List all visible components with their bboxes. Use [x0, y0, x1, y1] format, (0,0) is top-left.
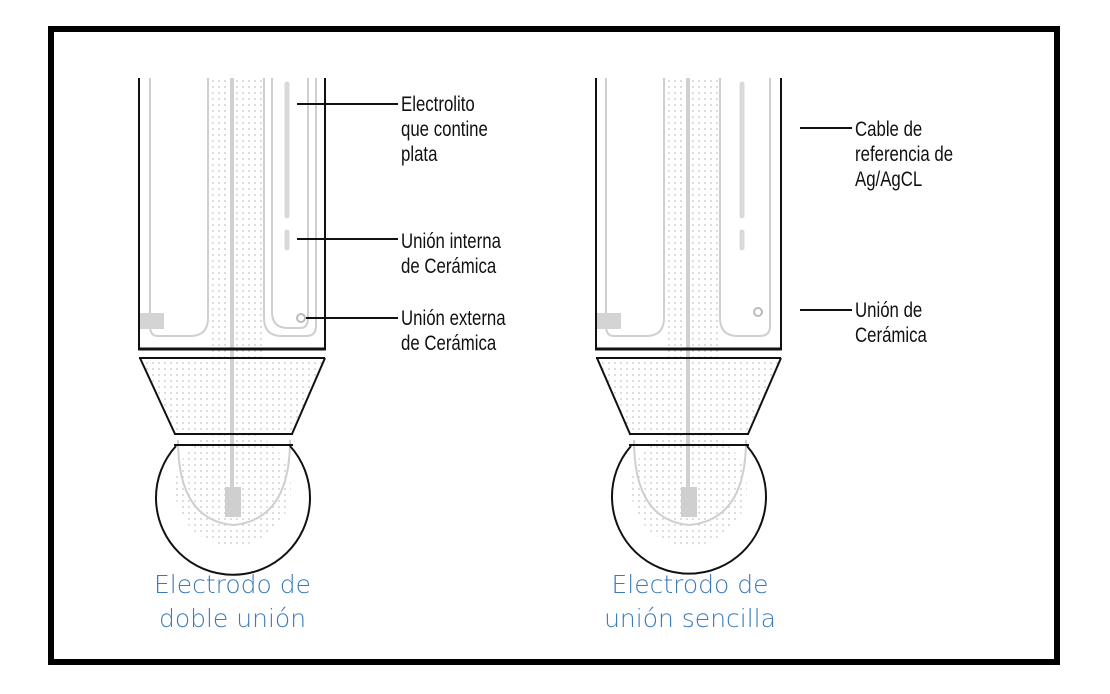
double-junction-electrode: [138, 78, 398, 576]
caption-double-junction: Electrodo de doble unión: [153, 570, 312, 633]
label-electrolito-plata: Electrolito que contine plata: [401, 93, 488, 166]
single-junction-electrode: [595, 78, 852, 575]
label-union-interna: Unión interna de Cerámica: [401, 230, 501, 278]
caption-single-junction: Electrodo de unión sencilla: [604, 570, 776, 633]
label-union-ceramica: Unión de Cerámica: [855, 299, 927, 347]
label-union-externa: Unión externa de Cerámica: [401, 307, 506, 355]
label-cable-referencia: Cable de referencia de Ag/AgCL: [855, 118, 954, 191]
